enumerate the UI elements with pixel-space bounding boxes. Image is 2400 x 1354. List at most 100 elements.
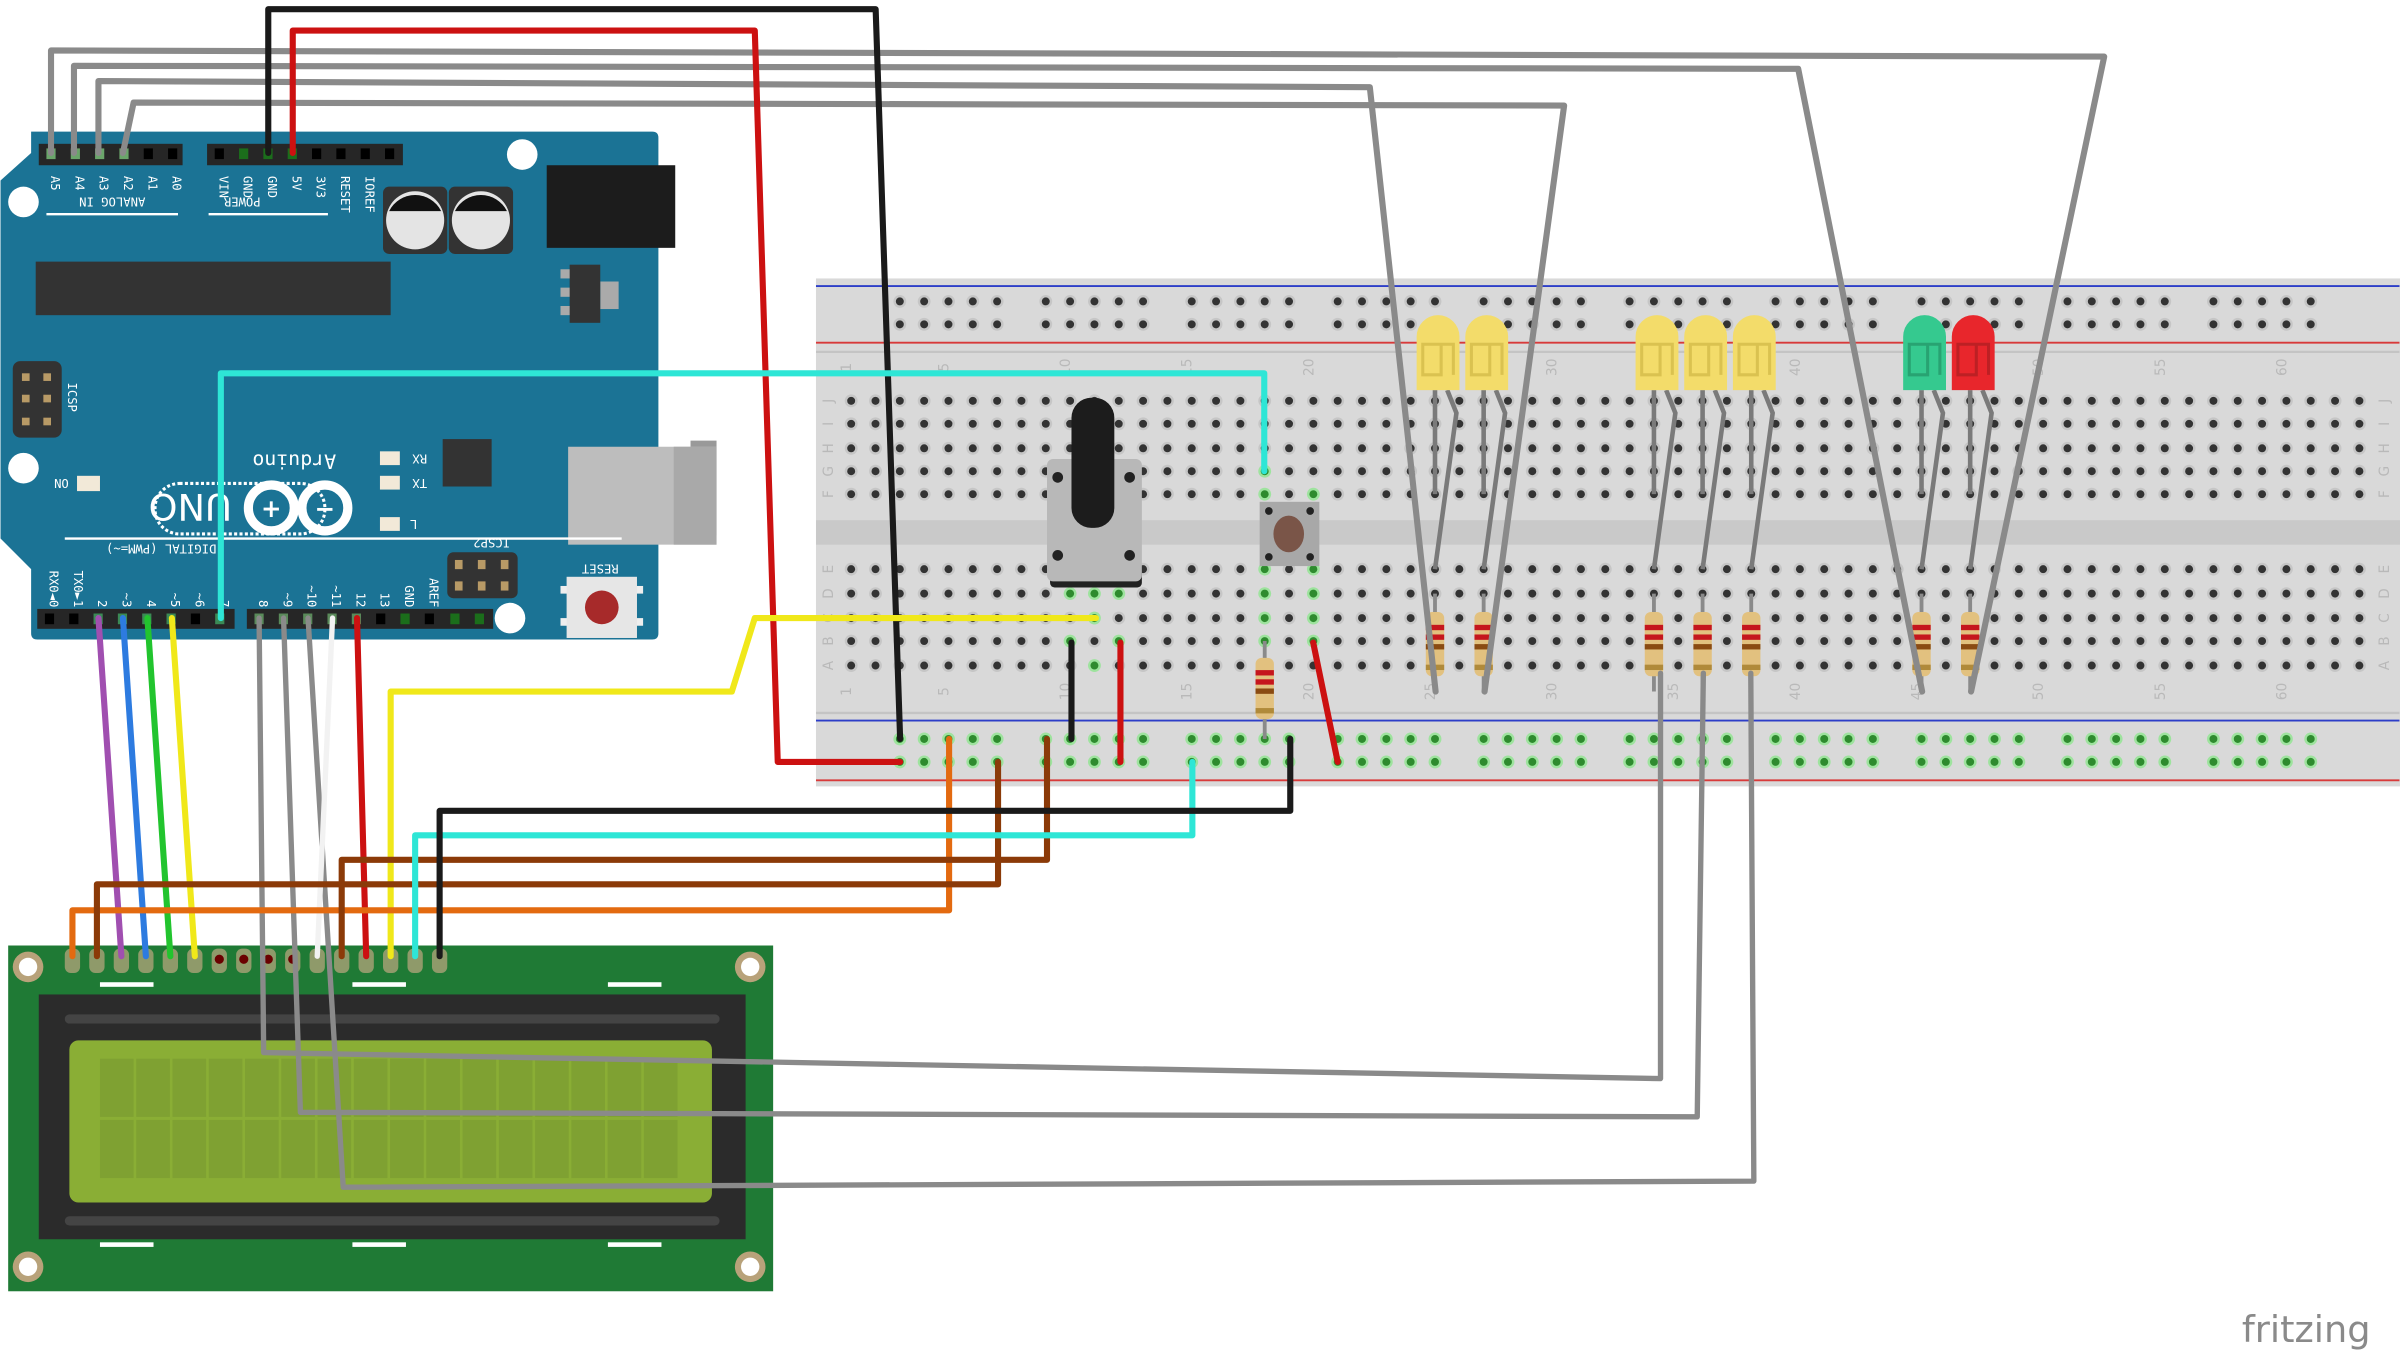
rail-hole[interactable] bbox=[1844, 757, 1853, 766]
rail-hole[interactable] bbox=[1674, 320, 1683, 329]
breadboard-hole[interactable] bbox=[1844, 661, 1853, 670]
breadboard-hole[interactable] bbox=[944, 565, 953, 574]
rail-hole[interactable] bbox=[2112, 757, 2121, 766]
breadboard-hole[interactable] bbox=[2063, 614, 2072, 623]
breadboard-hole[interactable] bbox=[871, 565, 880, 574]
breadboard-hole[interactable] bbox=[2258, 589, 2267, 598]
breadboard-hole[interactable] bbox=[2233, 637, 2242, 646]
breadboard-hole[interactable] bbox=[1406, 589, 1415, 598]
breadboard-hole[interactable] bbox=[1528, 565, 1537, 574]
rail-hole[interactable] bbox=[1576, 297, 1585, 306]
wire-button-5v[interactable] bbox=[1310, 639, 1341, 765]
breadboard-hole[interactable] bbox=[871, 467, 880, 476]
breadboard-hole[interactable] bbox=[1722, 444, 1731, 453]
breadboard-hole[interactable] bbox=[993, 444, 1002, 453]
rail-hole[interactable] bbox=[2233, 297, 2242, 306]
breadboard-hole[interactable] bbox=[1455, 490, 1464, 499]
breadboard-hole[interactable] bbox=[2233, 467, 2242, 476]
breadboard-hole[interactable] bbox=[1528, 419, 1537, 428]
breadboard-hole[interactable] bbox=[1917, 589, 1926, 598]
lcd-pin[interactable] bbox=[162, 948, 178, 974]
rail-hole[interactable] bbox=[1941, 297, 1950, 306]
breadboard-hole[interactable] bbox=[2112, 419, 2121, 428]
breadboard-hole[interactable] bbox=[2209, 490, 2218, 499]
breadboard-hole[interactable] bbox=[1236, 614, 1245, 623]
rail-hole[interactable] bbox=[2209, 297, 2218, 306]
breadboard-hole[interactable] bbox=[1139, 661, 1148, 670]
breadboard-hole[interactable] bbox=[1431, 589, 1439, 598]
breadboard-hole[interactable] bbox=[1163, 444, 1172, 453]
breadboard-hole[interactable] bbox=[993, 589, 1002, 598]
breadboard-hole[interactable] bbox=[920, 565, 929, 574]
rail-hole[interactable] bbox=[1212, 734, 1221, 743]
breadboard-hole[interactable] bbox=[1771, 490, 1780, 499]
rail-hole[interactable] bbox=[1236, 320, 1245, 329]
rail-hole[interactable] bbox=[1382, 757, 1391, 766]
breadboard-hole[interactable] bbox=[2355, 419, 2364, 428]
breadboard-hole[interactable] bbox=[2087, 589, 2096, 598]
rail-hole[interactable] bbox=[1528, 757, 1537, 766]
breadboard-hole[interactable] bbox=[1187, 661, 1196, 670]
rail-hole[interactable] bbox=[1722, 757, 1731, 766]
breadboard-hole[interactable] bbox=[1795, 661, 1804, 670]
breadboard-hole[interactable] bbox=[2185, 467, 2194, 476]
breadboard-hole[interactable] bbox=[1990, 396, 1999, 405]
breadboard-hole[interactable] bbox=[2355, 589, 2364, 598]
rail-hole[interactable] bbox=[920, 757, 929, 766]
breadboard-hole[interactable] bbox=[1017, 589, 1026, 598]
rail-hole[interactable] bbox=[1187, 297, 1196, 306]
breadboard-hole[interactable] bbox=[2112, 637, 2121, 646]
breadboard-hole[interactable] bbox=[2331, 661, 2340, 670]
breadboard-hole[interactable] bbox=[2185, 396, 2194, 405]
rail-hole[interactable] bbox=[2233, 320, 2242, 329]
breadboard-hole[interactable] bbox=[2087, 565, 2096, 574]
wire-d2[interactable] bbox=[95, 615, 125, 960]
rail-hole[interactable] bbox=[1771, 320, 1780, 329]
breadboard-hole[interactable] bbox=[2063, 419, 2072, 428]
rail-hole[interactable] bbox=[920, 297, 929, 306]
breadboard-hole[interactable] bbox=[2258, 490, 2267, 499]
breadboard-hole[interactable] bbox=[1236, 565, 1245, 574]
breadboard-hole[interactable] bbox=[1212, 614, 1221, 623]
breadboard-hole[interactable] bbox=[1236, 467, 1245, 476]
breadboard-hole[interactable] bbox=[2185, 444, 2194, 453]
breadboard-hole[interactable] bbox=[2160, 490, 2169, 499]
breadboard-hole[interactable] bbox=[2331, 490, 2340, 499]
breadboard-hole[interactable] bbox=[1601, 467, 1610, 476]
breadboard-hole[interactable] bbox=[1722, 614, 1731, 623]
breadboard-hole[interactable] bbox=[2331, 444, 2340, 453]
breadboard-hole[interactable] bbox=[1552, 661, 1561, 670]
breadboard-hole[interactable] bbox=[2039, 396, 2048, 405]
breadboard-hole[interactable] bbox=[1722, 467, 1731, 476]
breadboard-hole[interactable] bbox=[1285, 565, 1294, 574]
rail-hole[interactable] bbox=[1820, 320, 1829, 329]
breadboard-hole[interactable] bbox=[2136, 419, 2145, 428]
breadboard-hole[interactable] bbox=[1285, 467, 1294, 476]
breadboard-hole[interactable] bbox=[2331, 396, 2340, 405]
breadboard-hole[interactable] bbox=[2258, 419, 2267, 428]
breadboard-hole[interactable] bbox=[2112, 444, 2121, 453]
breadboard-hole[interactable] bbox=[1552, 419, 1561, 428]
breadboard-hole[interactable] bbox=[1674, 490, 1683, 499]
breadboard-hole[interactable] bbox=[1795, 419, 1804, 428]
breadboard-hole[interactable] bbox=[1260, 614, 1269, 623]
breadboard-hole[interactable] bbox=[2258, 661, 2267, 670]
breadboard-hole[interactable] bbox=[2014, 396, 2023, 405]
wire-d11[interactable] bbox=[314, 615, 336, 959]
breadboard-hole[interactable] bbox=[1868, 490, 1877, 499]
breadboard-hole[interactable] bbox=[2063, 490, 2072, 499]
breadboard-hole[interactable] bbox=[2087, 614, 2096, 623]
breadboard-hole[interactable] bbox=[1333, 637, 1342, 646]
breadboard-hole[interactable] bbox=[1406, 565, 1415, 574]
breadboard-hole[interactable] bbox=[1795, 589, 1804, 598]
breadboard-hole[interactable] bbox=[968, 444, 977, 453]
breadboard-hole[interactable] bbox=[871, 589, 880, 598]
rail-hole[interactable] bbox=[1212, 320, 1221, 329]
rail-hole[interactable] bbox=[1479, 757, 1488, 766]
rail-hole[interactable] bbox=[1576, 734, 1585, 743]
rail-hole[interactable] bbox=[1917, 297, 1926, 306]
breadboard-hole[interactable] bbox=[2014, 661, 2023, 670]
breadboard-hole[interactable] bbox=[2331, 614, 2340, 623]
rail-hole[interactable] bbox=[1406, 297, 1415, 306]
breadboard-hole[interactable] bbox=[2282, 661, 2291, 670]
